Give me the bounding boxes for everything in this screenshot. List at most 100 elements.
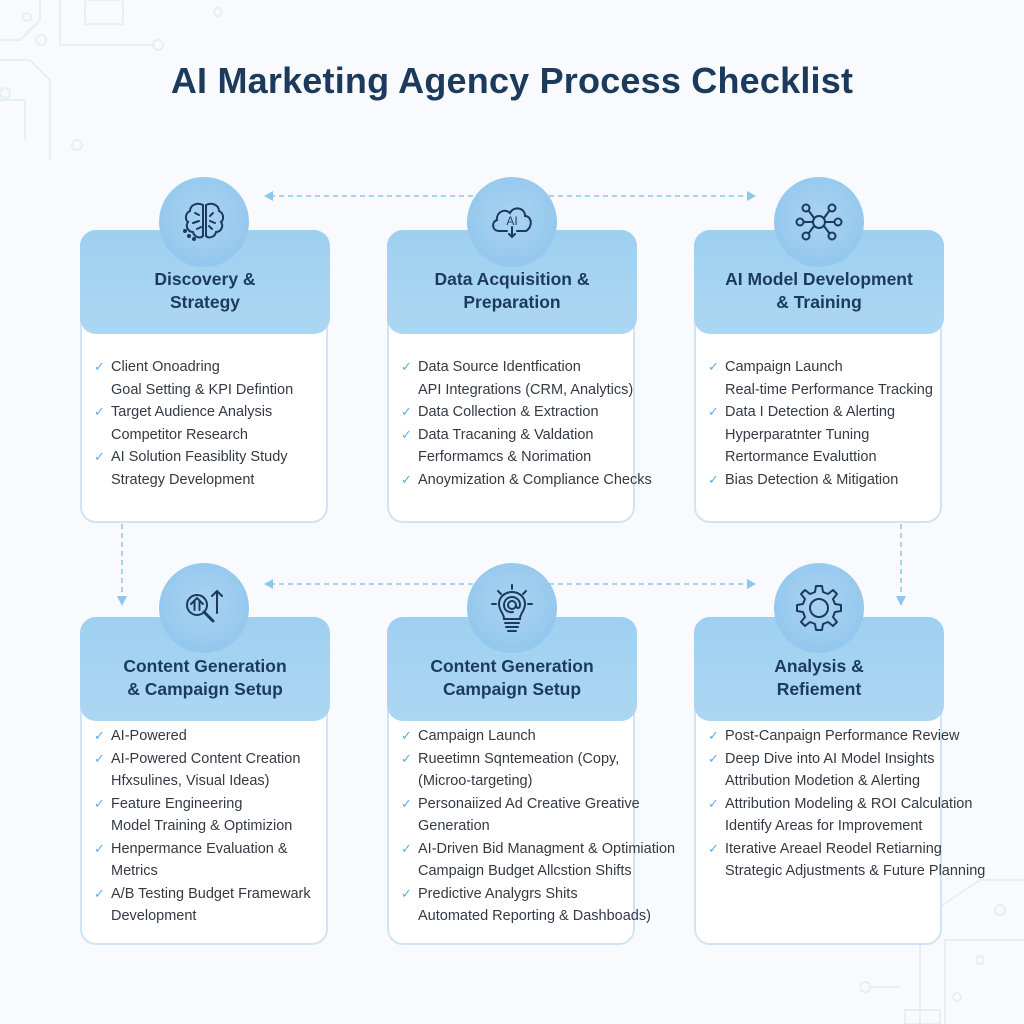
arrow-down-right [896, 524, 906, 606]
checklist-item[interactable]: ✓AI Solution Feasiblity Study [94, 446, 320, 469]
checklist-item[interactable]: ✓ Campaign Launch [708, 356, 934, 379]
item-text: Attribution Modeling & ROI Calculation [725, 795, 973, 812]
checklist-item[interactable]: Hyperparatnter Tuning [708, 424, 934, 447]
checklist-item[interactable]: ✓Personaiized Ad Creative Greative [401, 793, 640, 816]
item-text: Bias Detection & Mitigation [725, 471, 899, 488]
item-text: Data Source Identfication [418, 359, 581, 375]
card-title: Content Generation & Campaign Setup [123, 656, 287, 699]
card-title: AI Model Development & Training [725, 269, 913, 312]
checklist-item[interactable]: ✓Iterative Areael Reodel Retiarning [708, 838, 942, 861]
checklist-item[interactable]: ✓ Data Collection & Extraction [401, 401, 627, 424]
item-text: Campaign Launch [725, 359, 843, 375]
checklist-item[interactable]: Rertormance Evaluttion [708, 446, 934, 469]
item-text: Post-Canpaign Performance Review [725, 728, 960, 744]
item-text: Client Onoadring [111, 359, 220, 375]
item-text: Henpermance Evaluation & [111, 840, 288, 857]
check-icon: ✓ [94, 404, 105, 419]
lightbulb-at-icon [467, 563, 557, 653]
check-icon: ✓ [401, 404, 412, 419]
checklist-item[interactable]: ✓Data Source Identfication [401, 356, 627, 379]
checklist-item[interactable]: ✓ Henpermance Evaluation & [94, 838, 320, 861]
checklist-item[interactable]: ✓ Attribution Modeling & ROI Calculation [708, 793, 972, 816]
checklist-item[interactable]: Hfxsulines, Visual Ideas) [94, 770, 320, 793]
checklist-item[interactable]: Generation [401, 815, 627, 838]
checklist-item[interactable]: Metrics [94, 860, 320, 883]
ai-cloud-icon: AI [467, 177, 557, 267]
search-growth-icon [159, 563, 249, 653]
checklist-item[interactable]: ✓Campaign Launch [401, 725, 627, 748]
checklist-item[interactable]: ✓ Post-Canpaign Performance Review [708, 725, 960, 748]
item-text: Feature Engineering [111, 795, 243, 812]
checklist-item[interactable]: ✓ Target Audience Analysis [94, 401, 320, 424]
checklist-item[interactable]: Strategy Development [94, 469, 320, 492]
item-text: Identify Areas for Improvement [725, 818, 923, 834]
checklist-item[interactable]: ✓ Anoymization & Compliance Checks [401, 469, 652, 492]
checklist-item[interactable]: Ferformamcs & Norimation [401, 446, 627, 469]
item-text: Attribution Modetion & Alerting [725, 773, 921, 789]
check-icon: ✓ [708, 728, 719, 743]
checklist-item[interactable]: ✓AI-Driven Bid Managment & Optimiation [401, 838, 675, 861]
item-text: Hfxsulines, Visual Ideas) [111, 773, 270, 789]
checklist-item[interactable]: ✓AI-Powered [94, 725, 320, 748]
arrow-middle-connector [264, 579, 756, 589]
checklist-item[interactable]: Strategic Adjustments & Future Planning [708, 860, 985, 883]
checklist-item[interactable]: Campaign Budget Allcstion Shifts [401, 860, 632, 883]
item-text: Campaign Launch [418, 728, 536, 744]
item-text: Strategy Development [111, 471, 255, 488]
check-icon: ✓ [708, 795, 719, 811]
checklist: ✓ Post-Canpaign Performance Review ✓ Deep … [708, 725, 985, 883]
item-text: AI Solution Feasiblity Study [111, 449, 288, 465]
checklist-item[interactable]: (Microo-targeting) [401, 770, 627, 793]
item-text: Data Collection & Extraction [418, 404, 599, 420]
check-icon: ✓ [94, 840, 105, 856]
checklist-item[interactable]: Competitor Research [94, 424, 320, 447]
checklist-item[interactable]: Real-time Performance Tracking [708, 379, 934, 402]
checklist-item[interactable]: API Integrations (CRM, Analytics) [401, 379, 633, 402]
item-text: Anoymization & Compliance Checks [418, 471, 652, 488]
item-text: Target Audience Analysis [111, 404, 273, 420]
check-icon: ✓ [401, 471, 412, 487]
checklist: ✓AI-Powered ✓AI-Powered Content Creation… [94, 725, 320, 928]
brain-icon [159, 177, 249, 267]
stage-card-discovery-strategy: Discovery & Strategy ✓Client Onoadring G… [80, 230, 330, 523]
checklist-item[interactable]: ✓ A/B Testing Budget Framewark [94, 883, 320, 906]
checklist-item[interactable]: ✓ Deep Dive into AI Model Insights [708, 748, 935, 771]
checklist-item[interactable]: ✓Feature Engineering [94, 793, 320, 816]
item-text: Ferformamcs & Norimation [418, 449, 592, 465]
stage-card-data-acquisition: Data Acquisition & Preparation ✓Data Sou… [387, 230, 652, 523]
check-icon: ✓ [401, 885, 412, 901]
checklist-item[interactable]: ✓Predictive Analygrs Shits [401, 883, 627, 906]
item-text: Model Training & Optimizion [111, 818, 293, 834]
checklist-item[interactable]: ✓Data Tracaning & Valdation [401, 424, 627, 447]
checklist-item[interactable]: Identify Areas for Improvement [708, 815, 934, 838]
item-text: Deep Dive into AI Model Insights [725, 750, 935, 767]
checklist-item[interactable]: ✓Rueetimn Sqntemeation (Copy, [401, 748, 627, 771]
checklist: ✓Data Source Identfication API Integrati… [401, 356, 652, 492]
item-text: Generation [418, 818, 490, 834]
check-icon: ✓ [708, 404, 719, 419]
check-icon: ✓ [94, 750, 105, 766]
checklist-item[interactable]: Goal Setting & KPI Defintion [94, 379, 320, 402]
checklist-item[interactable]: Model Training & Optimizion [94, 815, 320, 838]
item-text: (Microo-targeting) [418, 773, 533, 789]
checklist-item[interactable]: ✓AI-Powered Content Creation [94, 748, 320, 771]
checklist-item[interactable]: Attribution Modetion & Alerting [708, 770, 934, 793]
item-text: Rertormance Evaluttion [725, 449, 877, 465]
item-text: Automated Reporting & Dashboads) [418, 908, 651, 924]
card-header: Content Generation & Campaign Setup [80, 617, 330, 721]
check-icon: ✓ [401, 426, 412, 442]
check-icon: ✓ [708, 471, 719, 487]
item-text: Real-time Performance Tracking [725, 381, 933, 398]
check-icon: ✓ [708, 359, 719, 374]
item-text: A/B Testing Budget Framewark [111, 885, 311, 902]
checklist-item[interactable]: ✓ Bias Detection & Mitigation [708, 469, 934, 492]
checklist-item[interactable]: Automated Reporting & Dashboads) [401, 905, 651, 928]
check-icon: ✓ [94, 885, 105, 901]
page-title: AI Marketing Agency Process Checklist [170, 60, 854, 101]
item-text: Rueetimn Sqntemeation (Copy, [418, 750, 620, 767]
check-icon: ✓ [708, 750, 719, 766]
checklist-item[interactable]: Development [94, 905, 320, 928]
check-icon: ✓ [401, 840, 412, 856]
checklist-item[interactable]: ✓Data I Detection & Alerting [708, 401, 934, 424]
checklist-item[interactable]: ✓Client Onoadring [94, 356, 320, 379]
